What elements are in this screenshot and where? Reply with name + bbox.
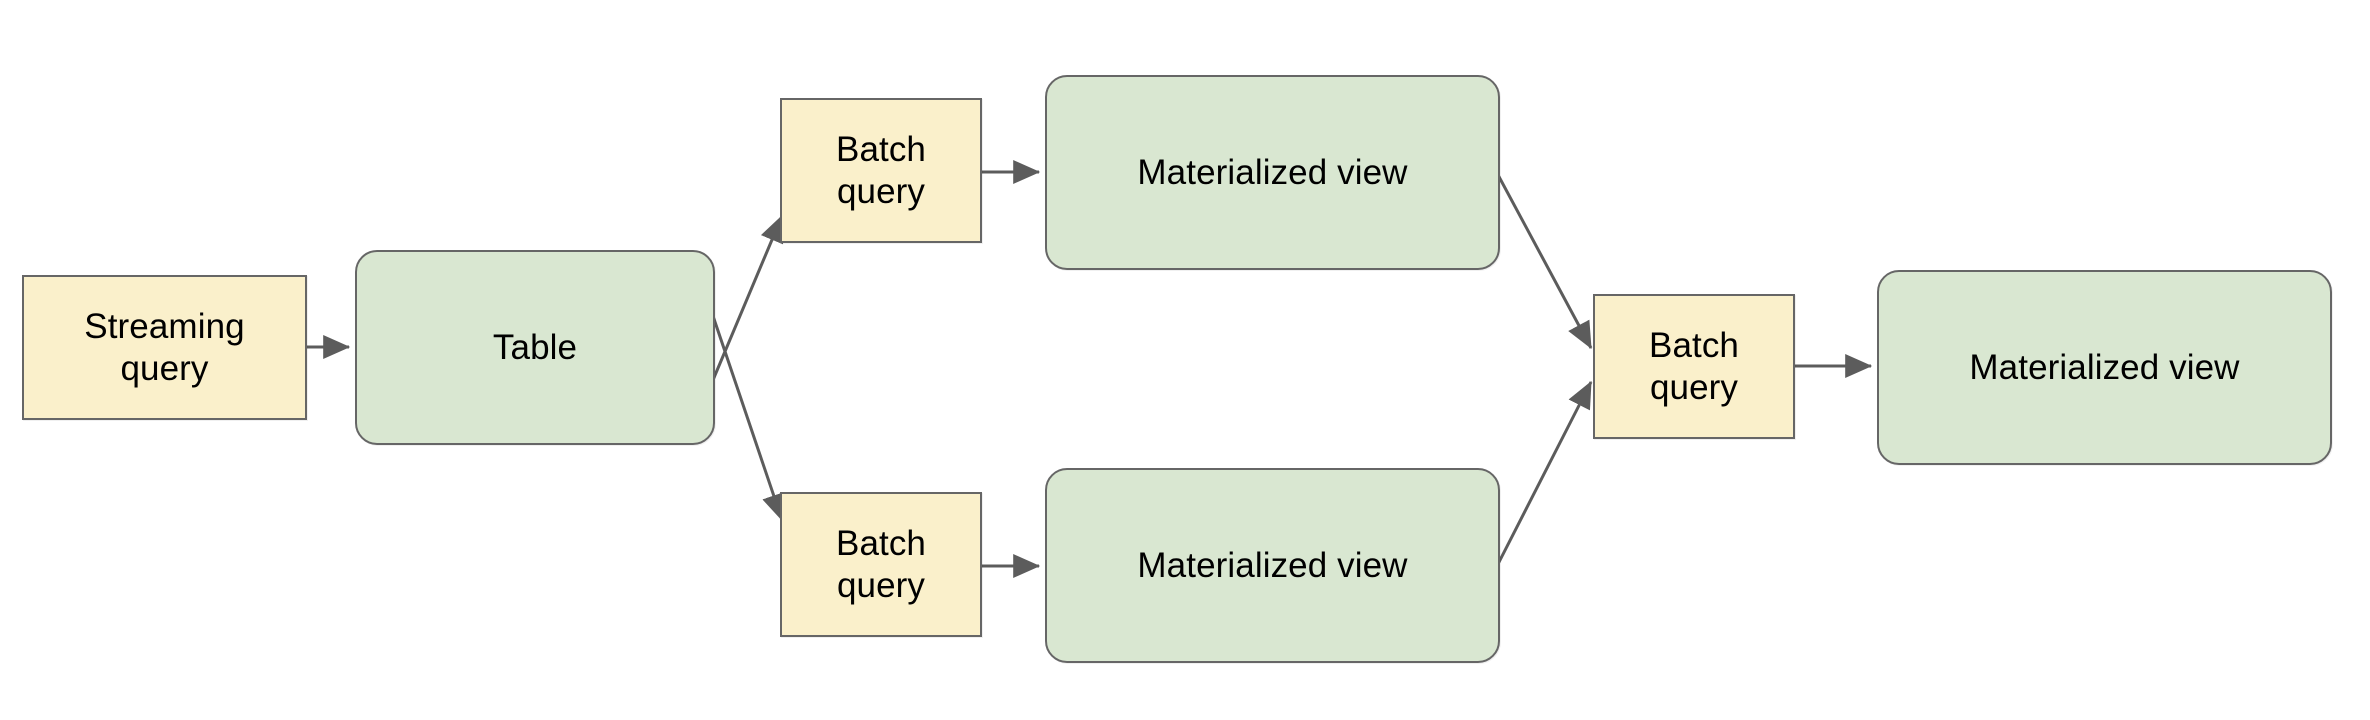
node-batch-query-center[interactable]: Batch query: [1593, 294, 1795, 439]
node-label: Batch query: [836, 130, 926, 211]
node-materialized-view-top[interactable]: Materialized view: [1045, 75, 1500, 270]
node-label: Materialized view: [1137, 545, 1408, 585]
edge-table-to-batch-query-top: [711, 214, 784, 381]
edge-table-to-batch-query-bottom: [711, 315, 786, 522]
node-batch-query-bottom[interactable]: Batch query: [780, 492, 982, 637]
node-label: Materialized view: [1137, 152, 1408, 192]
node-materialized-view-bottom[interactable]: Materialized view: [1045, 468, 1500, 663]
node-label: Materialized view: [1969, 347, 2240, 387]
edge-materialized-view-top-to-batch-query-center: [1495, 172, 1593, 350]
node-streaming-query[interactable]: Streaming query: [22, 275, 307, 420]
node-batch-query-top[interactable]: Batch query: [780, 98, 982, 243]
node-label: Table: [492, 327, 578, 367]
node-label: Batch query: [836, 524, 926, 605]
node-label: Streaming query: [84, 307, 245, 388]
node-table[interactable]: Table: [355, 250, 715, 445]
node-label: Batch query: [1649, 326, 1739, 407]
edge-materialized-view-bottom-to-batch-query-center: [1495, 380, 1593, 567]
node-materialized-view-final[interactable]: Materialized view: [1877, 270, 2332, 465]
